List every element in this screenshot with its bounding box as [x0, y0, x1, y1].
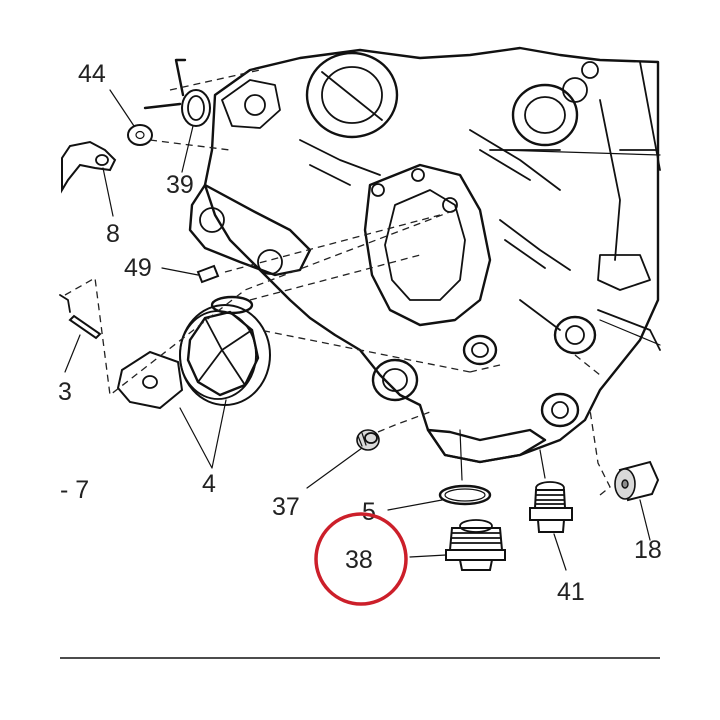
assembly-lines [64, 69, 611, 496]
part-38-drain-plug [445, 519, 506, 571]
part-41-fitting [529, 481, 573, 533]
part-37-plug [356, 429, 380, 451]
callout-18: 18 [634, 536, 662, 564]
callout-7: - 7 [60, 476, 89, 504]
part-4-oil-pump [116, 295, 271, 410]
callout-41: 41 [557, 578, 585, 606]
part-5-o-ring [438, 484, 492, 506]
highlight-circle [314, 512, 408, 606]
callout-38: 38 [345, 546, 373, 574]
callout-labels: 44 39 8 49 3 4 - 7 37 5 38 41 18 [58, 60, 662, 606]
crankcase-casting [188, 46, 661, 464]
callout-49: 49 [124, 254, 152, 282]
callout-4: 4 [202, 470, 216, 498]
part-8-lever [61, 140, 117, 194]
callout-44: 44 [78, 60, 106, 88]
callout-8: 8 [106, 220, 120, 248]
leader-lines [64, 89, 661, 571]
callout-5: 5 [362, 498, 376, 526]
part-39-spring [143, 58, 211, 127]
part-44-washer [127, 124, 153, 146]
callout-3: 3 [58, 378, 72, 406]
part-18-bushing [614, 460, 660, 502]
callout-39: 39 [166, 171, 194, 199]
callout-37: 37 [272, 493, 300, 521]
part-3-pin [59, 294, 102, 340]
part-49-dowel [196, 264, 220, 284]
